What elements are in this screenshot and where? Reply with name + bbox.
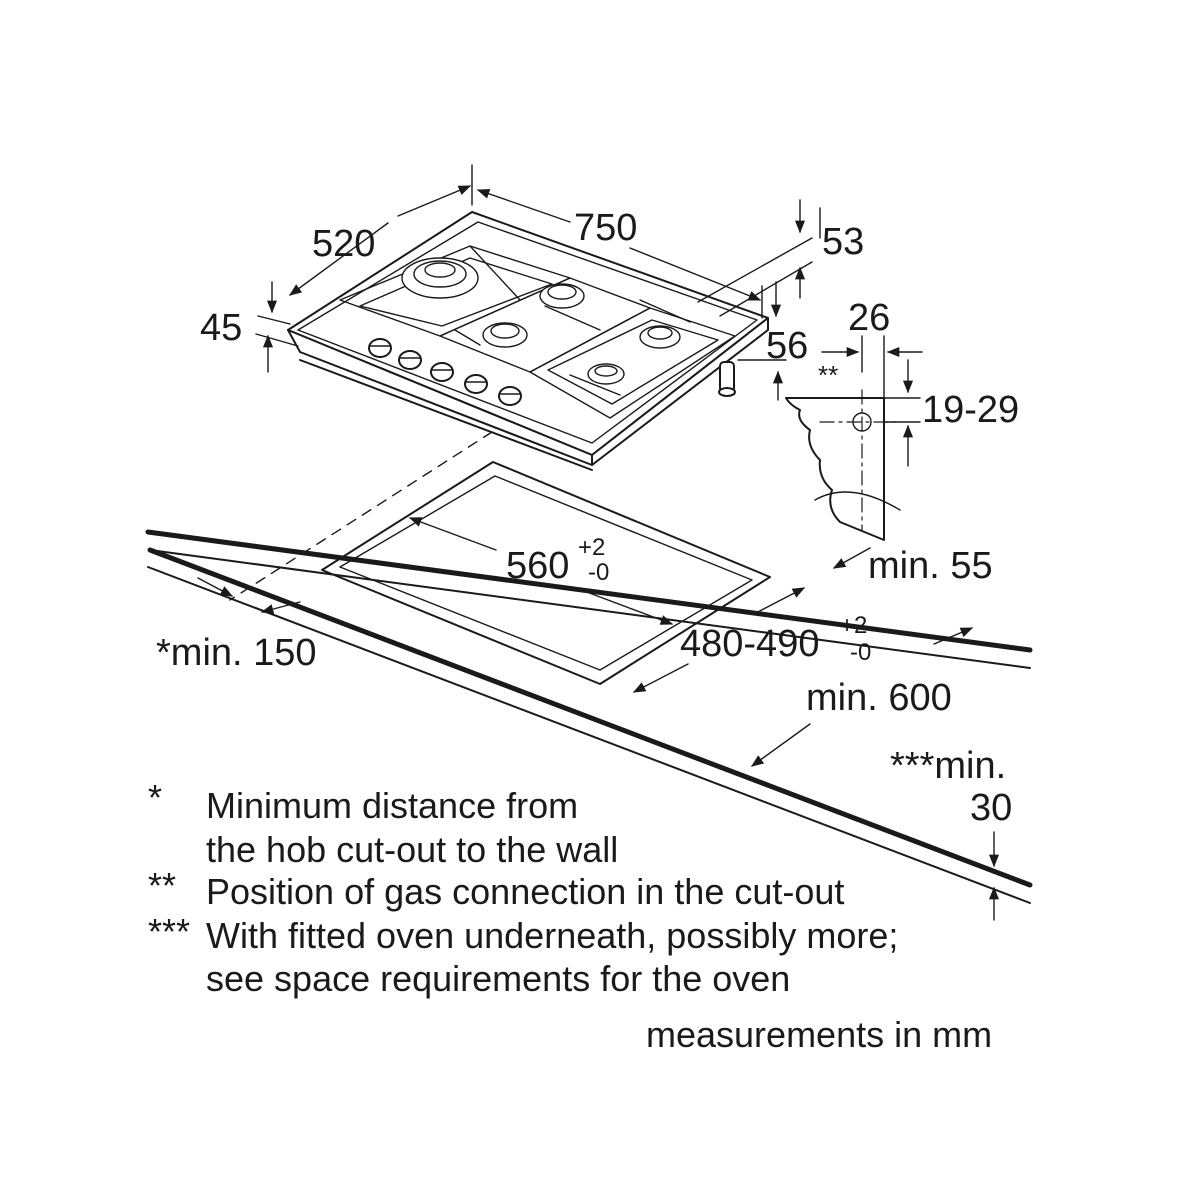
cutout-inner xyxy=(339,475,753,671)
section-profile xyxy=(785,397,885,541)
label-26: 26 xyxy=(848,297,890,339)
label-53: 53 xyxy=(822,221,864,263)
label-520: 520 xyxy=(312,223,375,265)
note-3-line2: see space requirements for the oven xyxy=(206,958,790,999)
cutout-outer xyxy=(321,461,771,685)
burner-front-right xyxy=(587,363,625,385)
label-min-600: min. 600 xyxy=(806,677,952,719)
label-480-490: 480-490 xyxy=(680,623,819,665)
knob-5 xyxy=(498,386,522,406)
label-min-30-line2: 30 xyxy=(970,787,1012,829)
dim-min55-arrow xyxy=(832,547,871,569)
burners xyxy=(401,257,681,385)
dim-min600-arrow-up xyxy=(933,627,974,645)
pan-support-3 xyxy=(529,307,736,419)
knob-1 xyxy=(368,338,392,358)
dim-560-line-right xyxy=(575,587,674,625)
pan-support-3-inner xyxy=(547,319,719,405)
worktop xyxy=(145,529,1033,904)
pan-support-bar xyxy=(544,305,601,331)
section-break-line xyxy=(814,491,901,511)
label-45: 45 xyxy=(200,307,242,349)
hob xyxy=(287,211,769,471)
note-3-marker: *** xyxy=(148,911,190,952)
cutout xyxy=(229,431,771,685)
label-560-tol-plus: +2 xyxy=(578,534,605,561)
pan-support-bar xyxy=(569,374,621,396)
label-56: 56 xyxy=(766,325,808,367)
worktop-front-edge-lower xyxy=(147,566,1031,904)
note-1-line2: the hob cut-out to the wall xyxy=(206,829,618,870)
dim-45-ext-bottom xyxy=(255,333,299,347)
note-2-line1: Position of gas connection in the cut-ou… xyxy=(206,871,844,912)
pan-support-bar xyxy=(454,329,481,346)
dim-750-line-left xyxy=(476,188,571,223)
label-min-30-line1: ***min. xyxy=(890,745,1006,787)
note-3-line1: With fitted oven underneath, possibly mo… xyxy=(206,915,898,956)
burner-wok xyxy=(401,257,479,299)
dim-53-ext-top xyxy=(697,237,813,303)
label-560-tol-minus: -0 xyxy=(588,559,609,586)
wall-projection-line xyxy=(229,431,493,601)
hob-side-face xyxy=(591,317,769,466)
gas-connector-stub xyxy=(718,361,736,397)
units-note: measurements in mm xyxy=(646,1014,992,1055)
label-560: 560 xyxy=(506,545,569,587)
footnotes: * Minimum distance from the hob cut-out … xyxy=(148,777,992,1055)
dim-750-line-right xyxy=(629,247,762,301)
label-480-tol-minus: -0 xyxy=(850,639,871,666)
dim-520-line-lower xyxy=(288,222,389,296)
dim-480-line-lower xyxy=(632,663,689,693)
label-19-29: 19-29 xyxy=(922,389,1019,431)
control-knobs xyxy=(368,338,522,406)
knob-2 xyxy=(398,350,422,370)
knob-3 xyxy=(430,362,454,382)
note-2-marker: ** xyxy=(148,865,176,906)
dim-min150-arrow-out xyxy=(260,601,301,614)
worktop-back-edge xyxy=(145,529,1033,653)
label-480-tol-plus: +2 xyxy=(840,612,867,639)
dim-520-line-upper xyxy=(397,185,472,217)
note-1-marker: * xyxy=(148,777,162,818)
worktop-front-edge xyxy=(147,547,1033,888)
dim-480-line-upper xyxy=(753,587,806,615)
hob-base-line xyxy=(299,359,593,471)
label-750: 750 xyxy=(574,207,637,249)
pan-support-bar xyxy=(639,299,691,323)
dim-min150-arrow-in xyxy=(197,577,234,597)
dim-45-ext-top xyxy=(257,315,291,325)
burner-front-left xyxy=(482,322,528,348)
note-1-line1: Minimum distance from xyxy=(206,785,578,826)
pan-support-bar xyxy=(469,245,521,301)
dim-53-ext-bottom xyxy=(719,261,813,317)
dim-560-line-left xyxy=(408,517,497,551)
dimension-lines xyxy=(197,164,1000,921)
hob-top-inner xyxy=(297,221,758,444)
knob-4 xyxy=(464,374,488,394)
burner-rear-right xyxy=(639,325,681,349)
label-min-55: min. 55 xyxy=(868,545,993,587)
gas-connection-detail xyxy=(785,389,901,541)
burner-rear-middle xyxy=(539,283,585,309)
label-gas-marker: ** xyxy=(818,360,838,390)
dimension-labels: 750 520 45 53 56 26 ** 19-29 560 +2 -0 4… xyxy=(156,207,1019,829)
dim-min600-arrow-down xyxy=(750,723,811,767)
label-min-150: *min. 150 xyxy=(156,632,317,674)
worktop-back-edge-lower xyxy=(149,549,1031,669)
